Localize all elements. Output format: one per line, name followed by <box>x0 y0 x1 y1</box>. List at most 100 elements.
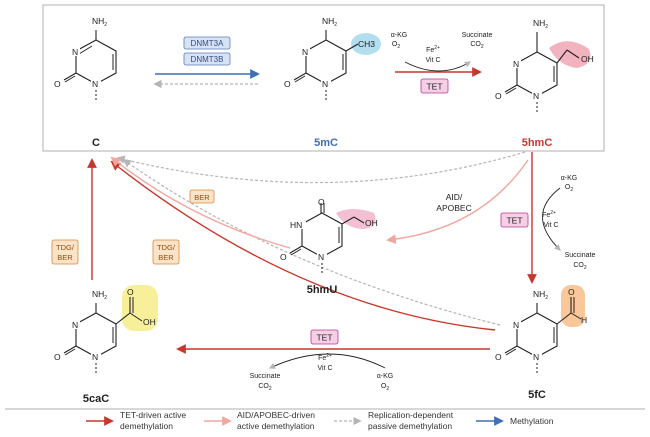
svg-text:N: N <box>513 59 519 69</box>
label-5fc: 5fC <box>528 389 546 401</box>
legend-methylation-label: Methylation <box>510 416 554 426</box>
svg-text:N: N <box>533 91 539 101</box>
fe-right: Fe2+ <box>542 210 556 219</box>
legend-rep-line2: passive demethylation <box>368 421 452 431</box>
label-5cac: 5caC <box>83 393 109 405</box>
cofactor-curve-top <box>404 61 472 72</box>
succinate-right: Succinate <box>565 252 596 259</box>
succinate-bottom: Succinate <box>250 373 281 380</box>
svg-text:N: N <box>302 47 308 57</box>
svg-text:O: O <box>284 79 291 89</box>
o2-bottom: O2 <box>381 383 389 392</box>
tdg-ber-box-left: TDG/ BER <box>51 239 79 265</box>
molecule-5hmu: O OH HN N O <box>280 197 378 273</box>
svg-text:O: O <box>495 352 502 362</box>
succinate-top: Succinate <box>462 32 493 39</box>
svg-text:O: O <box>280 252 287 262</box>
substituent-5cac: OH <box>143 317 156 327</box>
ber-arrow-5hmu-to-c <box>110 156 291 249</box>
ber-box: BER <box>189 189 215 204</box>
vitc-right: Vit C <box>543 222 558 229</box>
svg-text:N: N <box>533 352 539 362</box>
aid-label-line2: APOBEC <box>436 203 471 213</box>
tet-box-bottom: TET <box>310 329 339 345</box>
legend-rep-line1: Replication-dependent <box>368 410 454 420</box>
svg-text:N: N <box>92 352 98 362</box>
tet-label-bottom: TET <box>316 333 332 343</box>
dnmt3a-box: DNMT3A <box>183 36 231 50</box>
svg-text:O: O <box>127 287 134 297</box>
molecule-5mc: NH2 CH3 N N O <box>284 16 381 102</box>
cofactor-curve-bottom <box>268 353 386 369</box>
akg-bottom: α-KG <box>377 373 394 380</box>
label-5hmc: 5hmC <box>522 137 553 149</box>
o2-right: O2 <box>565 184 573 193</box>
svg-text:NH2: NH2 <box>92 16 107 28</box>
svg-text:N: N <box>318 252 324 262</box>
co2-right: CO2 <box>573 262 587 271</box>
legend-tet-line1: TET-driven active <box>120 410 186 420</box>
cofactors-right: α-KG O2 Fe2+ Vit C Succinate CO2 <box>542 175 595 271</box>
svg-text:N: N <box>92 79 98 89</box>
svg-text:O: O <box>54 352 61 362</box>
tet-box-top: TET <box>420 78 449 94</box>
molecule-5fc: NH2 O H N N O <box>495 285 587 375</box>
svg-text:NH2: NH2 <box>92 289 107 301</box>
cofactors-top: α-KG O2 Fe2+ Vit C Succinate CO2 <box>391 32 493 64</box>
svg-text:N: N <box>322 79 328 89</box>
fe-bottom: Fe2+ <box>318 353 332 362</box>
svg-text:NH2: NH2 <box>533 289 548 301</box>
svg-text:N: N <box>513 320 519 330</box>
aid-arrow-5hmc-to-5hmu <box>386 159 529 245</box>
legend-aid-line2: active demethylation <box>237 421 315 431</box>
fe-top: Fe2+ <box>426 45 440 54</box>
substituent-5hmu: OH <box>365 218 378 228</box>
dnmt3b-label: DNMT3B <box>191 55 224 64</box>
molecule-c: NH2 N N O <box>54 16 117 102</box>
substituent-5mc: CH3 <box>358 39 375 49</box>
dnmt3a-label: DNMT3A <box>191 39 225 48</box>
tdg-ber-mid-line2: BER <box>158 253 174 262</box>
legend-replication: Replication-dependent passive demethylat… <box>334 410 454 431</box>
tdg-ber-left-line1: TDG/ <box>56 243 75 252</box>
tdg-ber-left-line2: BER <box>57 253 73 262</box>
ber-label: BER <box>194 193 210 202</box>
tet-label-right: TET <box>506 216 522 226</box>
molecule-5cac: NH2 O OH N N O <box>54 285 158 375</box>
legend-tet-line2: demethylation <box>120 421 173 431</box>
tdg-ber-box-mid: TDG/ BER <box>152 239 180 265</box>
substituent-5hmc: OH <box>581 54 594 64</box>
label-5mc: 5mC <box>314 137 338 149</box>
co2-top: CO2 <box>470 41 484 50</box>
legend-aid: AID/APOBEC-driven active demethylation <box>204 410 315 431</box>
svg-text:HN: HN <box>290 220 302 230</box>
svg-text:N: N <box>72 320 78 330</box>
akg-top: α-KG <box>391 32 408 39</box>
svg-text:O: O <box>54 79 61 89</box>
svg-text:O: O <box>495 91 502 101</box>
legend-methylation: Methylation <box>476 416 554 426</box>
co2-bottom: CO2 <box>258 383 272 392</box>
akg-right: α-KG <box>561 175 578 182</box>
cofactor-curve-right <box>542 187 561 251</box>
vitc-bottom: Vit C <box>317 365 332 372</box>
molecule-5hmc: NH2 OH N N O <box>495 18 594 114</box>
passive-arrow-5fc-to-c <box>122 159 501 326</box>
legend-aid-line1: AID/APOBEC-driven <box>237 410 315 420</box>
svg-text:NH2: NH2 <box>533 18 548 30</box>
vitc-top: Vit C <box>425 57 440 64</box>
tet-box-right: TET <box>500 212 529 228</box>
svg-text:N: N <box>72 47 78 57</box>
svg-text:O: O <box>568 287 575 297</box>
svg-text:NH2: NH2 <box>322 16 337 28</box>
dnmt3b-box: DNMT3B <box>183 52 231 66</box>
svg-text:O: O <box>318 197 325 207</box>
o2-top: O2 <box>392 41 400 50</box>
top-frame <box>42 4 605 152</box>
tdg-ber-mid-line1: TDG/ <box>157 243 176 252</box>
aid-label-line1: AID/ <box>446 192 463 202</box>
legend-tet: TET-driven active demethylation <box>86 410 186 431</box>
passive-arrow-5hmc-to-c <box>116 151 526 184</box>
label-c: C <box>92 137 100 149</box>
